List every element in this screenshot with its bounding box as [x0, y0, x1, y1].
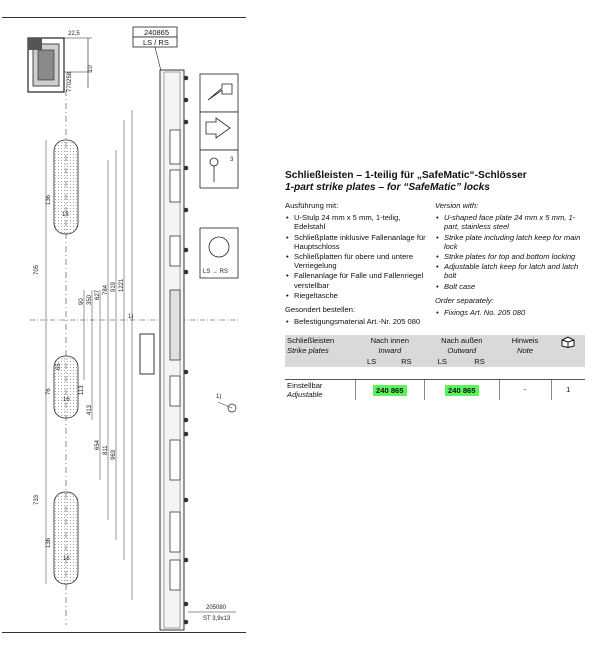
- dim-18-upper: 18: [62, 212, 69, 218]
- col-strike-plates-de: Schließleisten: [287, 336, 335, 346]
- version-list-de: U-Stulp 24 mm x 5 mm, 1-teilig, Edelstah…: [285, 213, 431, 300]
- list-item: U-shaped face plate 24 mm x 5 mm, 1-part…: [435, 213, 581, 231]
- mount-icon-3: [199, 149, 239, 189]
- switch-label: LS → RS: [203, 269, 228, 275]
- dim-350: 350: [87, 294, 93, 305]
- middle-keep: [53, 355, 79, 419]
- technical-drawing: 22,5 10 770258 240865 LS / RS 705 136 18…: [27, 26, 240, 631]
- detail-icon: [227, 403, 237, 413]
- upper-keep: [53, 139, 79, 235]
- outward-article-code: 240 865: [445, 385, 479, 397]
- dim-136-upper: 136: [46, 194, 52, 205]
- order-list-de: Befestigungsmaterial Art.-Nr. 205 080: [285, 317, 431, 326]
- order-list-en: Fixings Art. No. 205 080: [435, 308, 581, 317]
- dim-90: 90: [79, 298, 85, 305]
- list-item: Befestigungsmaterial Art.-Nr. 205 080: [285, 317, 431, 326]
- col-outward-ls: LS: [424, 355, 461, 368]
- dim-963: 963: [111, 449, 117, 460]
- dim-705: 705: [34, 264, 40, 275]
- list-item: U-Stulp 24 mm x 5 mm, 1-teilig, Edelstah…: [285, 213, 431, 231]
- col-inward-rs: RS: [388, 355, 425, 368]
- dim-65: 65: [56, 363, 62, 370]
- order-heading-de: Gesondert bestellen:: [285, 305, 356, 315]
- version-list-en: U-shaped face plate 24 mm x 5 mm, 1-part…: [435, 213, 581, 291]
- dim-76: 76: [46, 388, 52, 395]
- table-row: Einstellbar Adjustable 240 865 240 865 -…: [285, 379, 585, 401]
- dim-627: 627: [95, 289, 101, 300]
- order-heading-en: Order separately:: [435, 295, 494, 305]
- dim-16-middle: 16: [63, 397, 70, 403]
- icon-count: 3: [230, 157, 234, 163]
- dim-16-lower: 16: [63, 556, 70, 562]
- col-note-en: Note: [516, 345, 534, 355]
- col-strike-plates-en: Strike plates: [287, 345, 329, 355]
- bottom-rule: [2, 632, 246, 633]
- dim-136-lower: 136: [46, 537, 52, 548]
- list-item: Schließplatte inklusive Fallenanlage für…: [285, 233, 431, 251]
- dim-413: 413: [87, 404, 93, 415]
- col-outward-en: Outward: [447, 345, 477, 355]
- inward-article-code: 240 865: [373, 385, 407, 397]
- order-table: Schließleisten Strike plates Nach innen …: [285, 335, 585, 401]
- dim-profile-depth: 10: [88, 65, 94, 72]
- switch-icon: [199, 227, 239, 279]
- col-outward-rs: RS: [460, 355, 499, 368]
- list-item: Strike plates for top and bottom locking: [435, 252, 581, 261]
- row-adjustable-de: Einstellbar: [287, 381, 323, 391]
- fixing-article: 205080: [206, 605, 227, 611]
- profile-code: 770258: [67, 71, 73, 92]
- list-item: Fixings Art. No. 205 080: [435, 308, 581, 317]
- table-header-row: Schließleisten Strike plates Nach innen …: [285, 335, 585, 368]
- package-icon: [561, 336, 575, 349]
- col-note-de: Hinweis: [511, 336, 539, 346]
- pack-quantity: 1: [550, 379, 585, 401]
- col-outward-de: Nach außen: [441, 336, 483, 346]
- article-side: LS / RS: [143, 38, 169, 47]
- product-info: Schließleisten – 1-teilig für „SafeMatic…: [285, 170, 585, 401]
- fixing-spec: ST 3,9x13: [203, 616, 231, 622]
- dim-profile-width: 22,5: [68, 31, 80, 37]
- dim-811: 811: [103, 445, 109, 455]
- dim-919: 919: [111, 281, 117, 292]
- version-heading-en: Version with:: [435, 201, 479, 210]
- col-inward-en: Inward: [378, 345, 402, 355]
- column-german: Ausführung mit: U-Stulp 24 mm x 5 mm, 1-…: [285, 201, 435, 331]
- list-item: Fallenanlage für Falle und Fallenriegel …: [285, 271, 431, 289]
- dim-784: 784: [103, 284, 109, 295]
- callout-right: 1): [216, 394, 221, 400]
- dim-733: 733: [34, 494, 40, 505]
- note-value: -: [498, 379, 551, 401]
- list-item: Strike plate including latch keep for ma…: [435, 233, 581, 251]
- list-item: Bolt case: [435, 282, 581, 291]
- row-adjustable-en: Adjustable: [287, 390, 323, 400]
- list-item: Adjustable latch keep for latch and latc…: [435, 262, 581, 280]
- dim-113: 113: [79, 385, 85, 395]
- title-english: 1-part strike plates – for “SafeMatic” l…: [285, 182, 490, 193]
- col-inward-de: Nach innen: [370, 336, 409, 346]
- title-german: Schließleisten – 1-teilig für „SafeMatic…: [285, 170, 527, 181]
- lower-keep: [53, 491, 79, 585]
- col-inward-ls: LS: [355, 355, 389, 368]
- dim-654: 654: [95, 439, 101, 450]
- list-item: Schließplatten für obere und untere Verr…: [285, 252, 431, 270]
- list-item: Riegeltasche: [285, 291, 431, 300]
- callout-left: 1): [128, 314, 133, 320]
- strike-plate-strip: [159, 69, 185, 631]
- table-subheader-row: LS RS LS RS: [285, 355, 585, 368]
- profile-section: [27, 37, 92, 93]
- bolt-case: [139, 333, 155, 375]
- dim-1221: 1221: [119, 278, 125, 292]
- top-rule: [2, 17, 246, 18]
- column-english: Version with: U-shaped face plate 24 mm …: [435, 201, 585, 331]
- version-heading-de: Ausführung mit:: [285, 201, 339, 210]
- article-label: 240865: [144, 28, 169, 37]
- screw-set: [183, 75, 189, 625]
